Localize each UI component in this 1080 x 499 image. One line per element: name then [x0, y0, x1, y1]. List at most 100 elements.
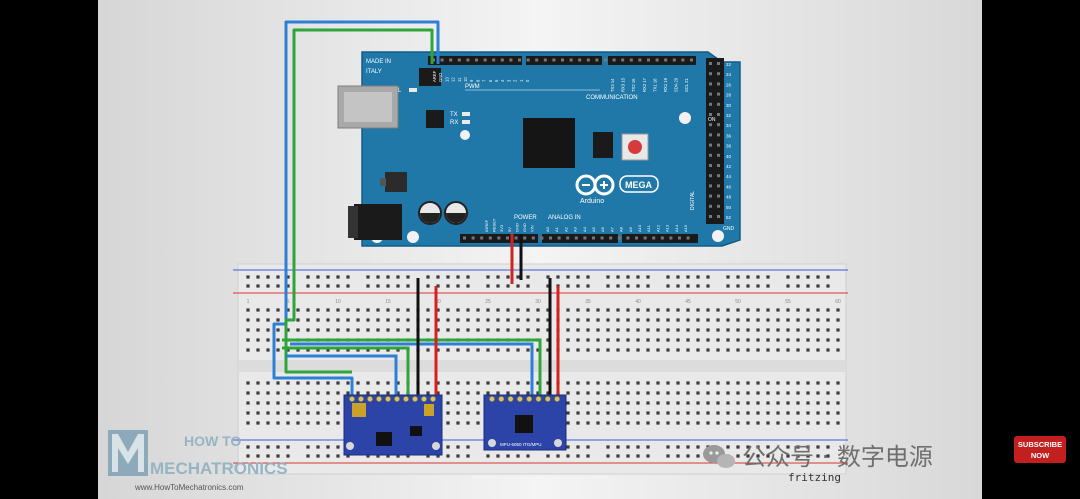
breadboard-hole [246, 275, 250, 279]
breadboard-hole [536, 391, 540, 395]
pin-label: RX1 19 [663, 77, 668, 92]
pin-label: A5 [591, 226, 596, 232]
breadboard-hole [636, 308, 640, 312]
breadboard-hole [656, 391, 660, 395]
breadboard-hole [666, 421, 670, 425]
breadboard-hole [656, 401, 660, 405]
mpu6050-chip [515, 415, 533, 433]
sensor-pin [349, 396, 355, 402]
breadboard-hole [486, 381, 490, 385]
breadboard-hole [696, 391, 700, 395]
breadboard-hole [696, 411, 700, 415]
icsp-header [593, 132, 613, 158]
column-number: 45 [685, 299, 691, 305]
breadboard-hole [346, 454, 350, 458]
breadboard-hole [516, 308, 520, 312]
breadboard-hole [246, 284, 250, 288]
breadboard-hole [476, 381, 480, 385]
breadboard-hole [476, 411, 480, 415]
breadboard-hole [796, 445, 800, 449]
breadboard-hole [336, 318, 340, 322]
breadboard-hole [566, 338, 570, 342]
pin-label: 7 [482, 79, 487, 82]
breadboard-hole [636, 411, 640, 415]
pin-label: 32 [726, 113, 732, 118]
sensor-pin [412, 396, 418, 402]
breadboard-hole [566, 348, 570, 352]
breadboard-hole [366, 391, 370, 395]
breadboard-hole [406, 308, 410, 312]
column-number: 50 [735, 299, 741, 305]
breadboard-hole [656, 348, 660, 352]
breadboard-hole [476, 401, 480, 405]
breadboard-hole [706, 318, 710, 322]
breadboard-hole [726, 348, 730, 352]
breadboard-hole [566, 308, 570, 312]
breadboard-hole [326, 318, 330, 322]
column-number: 10 [335, 299, 341, 305]
breadboard-hole [486, 391, 490, 395]
breadboard-hole [266, 338, 270, 342]
breadboard-hole [346, 308, 350, 312]
breadboard-hole [786, 381, 790, 385]
breadboard-hole [296, 421, 300, 425]
breadboard-hole [536, 318, 540, 322]
breadboard-hole [306, 318, 310, 322]
breadboard-hole [716, 348, 720, 352]
subscribe-badge[interactable]: SUBSCRIBE NOW [1014, 436, 1066, 463]
breadboard-hole [756, 348, 760, 352]
breadboard-hole [816, 284, 820, 288]
breadboard-hole [816, 348, 820, 352]
breadboard-hole [686, 338, 690, 342]
breadboard-hole [676, 445, 680, 449]
column-number: 20 [435, 299, 441, 305]
breadboard-hole [446, 275, 450, 279]
breadboard-hole [686, 454, 690, 458]
breadboard-hole [786, 401, 790, 405]
breadboard-hole [766, 454, 770, 458]
breadboard-hole [246, 348, 250, 352]
breadboard-hole [576, 318, 580, 322]
breadboard-hole [756, 275, 760, 279]
breadboard-hole [786, 308, 790, 312]
breadboard-hole [536, 308, 540, 312]
breadboard-hole [776, 381, 780, 385]
pin-label: 36 [726, 133, 732, 138]
breadboard-hole [676, 348, 680, 352]
breadboard-hole [316, 421, 320, 425]
breadboard-hole [696, 401, 700, 405]
digital-label: DIGITAL [690, 191, 696, 210]
breadboard-hole [506, 454, 510, 458]
breadboard-hole [346, 275, 350, 279]
breadboard-hole [426, 454, 430, 458]
breadboard-hole [636, 445, 640, 449]
breadboard-hole [636, 275, 640, 279]
breadboard-hole [436, 328, 440, 332]
sensor-pin [526, 396, 533, 402]
breadboard-hole [826, 308, 830, 312]
breadboard-hole [826, 284, 830, 288]
breadboard-hole [336, 275, 340, 279]
breadboard-hole [796, 328, 800, 332]
breadboard-hole [586, 308, 590, 312]
sensor-mount-hole [432, 442, 440, 450]
breadboard-hole [836, 391, 840, 395]
breadboard-hole [806, 454, 810, 458]
breadboard-hole [636, 328, 640, 332]
breadboard-hole [556, 454, 560, 458]
breadboard-hole [586, 318, 590, 322]
breadboard-hole [696, 308, 700, 312]
breadboard-hole [746, 391, 750, 395]
breadboard-hole [766, 328, 770, 332]
sensor-pin [394, 396, 400, 402]
breadboard-hole [756, 381, 760, 385]
breadboard-hole [526, 275, 530, 279]
breadboard-hole [406, 318, 410, 322]
breadboard-hole [586, 411, 590, 415]
breadboard-hole [746, 338, 750, 342]
breadboard-hole [426, 328, 430, 332]
breadboard-hole [836, 318, 840, 322]
breadboard-hole [766, 401, 770, 405]
breadboard-hole [466, 275, 470, 279]
